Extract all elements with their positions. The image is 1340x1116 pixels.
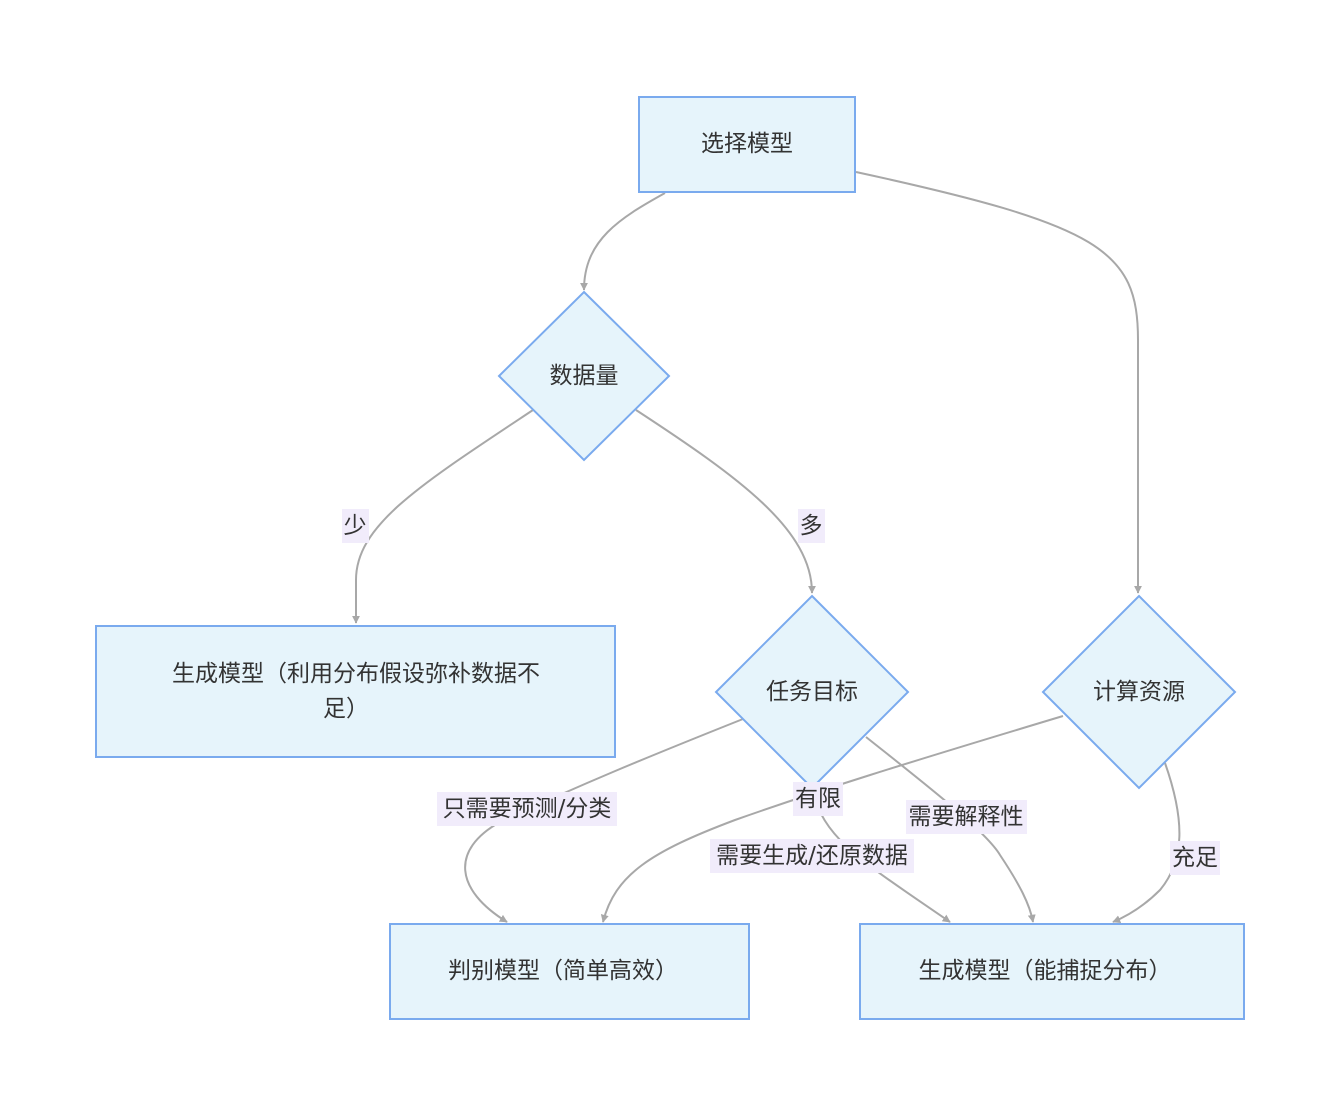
node-data-amount: 数据量 [497,290,671,462]
node-task-goal-label: 任务目标 [766,679,858,705]
edge-label-predict-only-text: 只需要预测/分类 [443,796,612,822]
edge-label-little-text: 少 [344,513,367,539]
edge-start-to-data-amount [580,192,666,291]
node-task-goal: 任务目标 [714,594,910,790]
node-start: 选择模型 [638,96,856,193]
edge-data-amount-to-task-goal [635,409,816,594]
edge-label-sufficient-text: 充足 [1172,845,1218,871]
edge-compute-to-gen-capture [1112,762,1181,923]
edge-compute-to-discriminative [600,715,1064,923]
edge-start-to-compute [855,171,1142,594]
node-gen-small-data-label-line1: 生成模型（利用分布假设弥补数据不 [172,661,540,687]
node-gen-capture: 生成模型（能捕捉分布） [859,923,1245,1020]
edge-label-much-text: 多 [800,513,823,539]
edge-label-need-generate: 需要生成/还原数据 [710,839,914,873]
node-compute: 计算资源 [1041,594,1237,790]
edge-label-sufficient: 充足 [1170,841,1220,875]
node-start-label: 选择模型 [701,131,793,157]
node-compute-label: 计算资源 [1093,679,1185,705]
edge-task-goal-to-gen-capture-interpret [865,736,1036,923]
node-data-amount-label: 数据量 [550,363,619,389]
node-gen-small-data: 生成模型（利用分布假设弥补数据不 足） [95,625,616,758]
edge-label-much: 多 [798,509,825,543]
edge-label-limited-text: 有限 [795,786,841,812]
edge-data-amount-to-gen-small [352,409,534,624]
node-gen-capture-label: 生成模型（能捕捉分布） [919,958,1172,984]
node-discriminative: 判别模型（简单高效） [389,923,750,1020]
edge-label-need-interpret: 需要解释性 [906,800,1027,834]
edge-label-predict-only: 只需要预测/分类 [437,792,617,826]
edge-label-need-interpret-text: 需要解释性 [909,804,1024,830]
edge-label-limited: 有限 [793,782,843,816]
edge-label-little: 少 [342,509,369,543]
node-gen-small-data-label-line2: 足） [323,696,369,722]
edge-label-need-generate-text: 需要生成/还原数据 [716,843,908,869]
node-discriminative-label: 判别模型（简单高效） [448,958,678,984]
